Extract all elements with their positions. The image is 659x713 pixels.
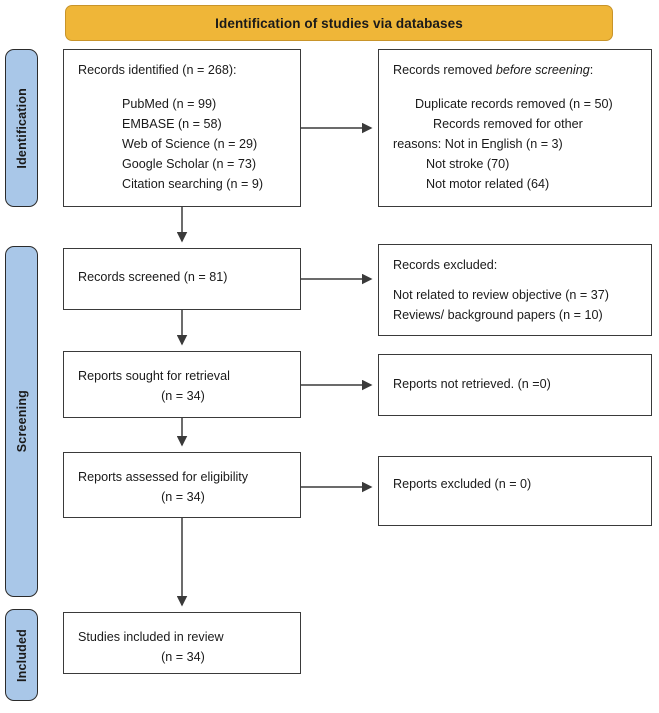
identification-banner: Identification of studies via databases — [65, 5, 613, 41]
box-records-removed-before-screening: Records removed before screening: Duplic… — [378, 49, 652, 207]
box-reports-assessed-for-eligibility: Reports assessed for eligibility (n = 34… — [63, 452, 301, 518]
reports-sought-text: Reports sought for retrieval — [78, 369, 230, 383]
stage-bar-screening: Screening — [5, 246, 38, 597]
records-removed-heading-italic: before screening — [495, 63, 590, 77]
stage-bar-included: Included — [5, 609, 38, 701]
records-screened-text: Records screened (n = 81) — [78, 270, 228, 284]
box-reports-sought-for-retrieval: Reports sought for retrieval (n = 34) — [63, 351, 301, 418]
source-citation-searching: Citation searching (n = 9) — [122, 177, 264, 191]
records-identified-heading: Records identified (n = 268): — [78, 63, 237, 77]
stage-bar-included-label: Included — [14, 628, 29, 682]
source-web-of-science: Web of Science (n = 29) — [122, 137, 258, 151]
spacer — [78, 80, 288, 94]
banner-title: Identification of studies via databases — [215, 15, 463, 31]
reports-assessed-count: (n = 34) — [161, 490, 205, 504]
records-removed-heading: Records removed before screening: — [393, 60, 639, 80]
removed-not-motor-related: Not motor related (64) — [426, 177, 550, 191]
studies-included-text: Studies included in review — [78, 630, 224, 644]
excluded-reviews-background: Reviews/ background papers (n = 10) — [393, 308, 603, 322]
box-records-screened: Records screened (n = 81) — [63, 248, 301, 310]
records-excluded-heading: Records excluded: — [393, 258, 498, 272]
box-records-identified: Records identified (n = 268): PubMed (n … — [63, 49, 301, 207]
removed-other-reasons-2: reasons: Not in English (n = 3) — [393, 137, 563, 151]
source-google-scholar: Google Scholar (n = 73) — [122, 157, 257, 171]
studies-included-count: (n = 34) — [161, 650, 205, 664]
reports-excluded-text: Reports excluded (n = 0) — [393, 477, 532, 491]
stage-bar-screening-label: Screening — [14, 390, 29, 453]
records-removed-heading-suffix: : — [589, 63, 594, 77]
excluded-not-related: Not related to review objective (n = 37) — [393, 288, 609, 302]
box-reports-not-retrieved: Reports not retrieved. (n =0) — [378, 354, 652, 416]
source-embase: EMBASE (n = 58) — [122, 117, 222, 131]
stage-bar-identification: Identification — [5, 49, 38, 207]
spacer — [393, 80, 639, 94]
reports-assessed-text: Reports assessed for eligibility — [78, 470, 249, 484]
removed-other-reasons-1: Records removed for other — [433, 117, 583, 131]
spacer — [393, 275, 639, 285]
box-studies-included-in-review: Studies included in review (n = 34) — [63, 612, 301, 674]
source-pubmed: PubMed (n = 99) — [122, 97, 217, 111]
box-reports-excluded: Reports excluded (n = 0) — [378, 456, 652, 526]
records-removed-heading-prefix: Records removed — [393, 63, 496, 77]
reports-not-retrieved-text: Reports not retrieved. (n =0) — [393, 377, 551, 391]
removed-not-stroke: Not stroke (70) — [426, 157, 510, 171]
box-records-excluded: Records excluded: Not related to review … — [378, 244, 652, 336]
reports-sought-count: (n = 34) — [161, 389, 205, 403]
stage-bar-identification-label: Identification — [14, 87, 29, 169]
removed-duplicates: Duplicate records removed (n = 50) — [415, 97, 613, 111]
